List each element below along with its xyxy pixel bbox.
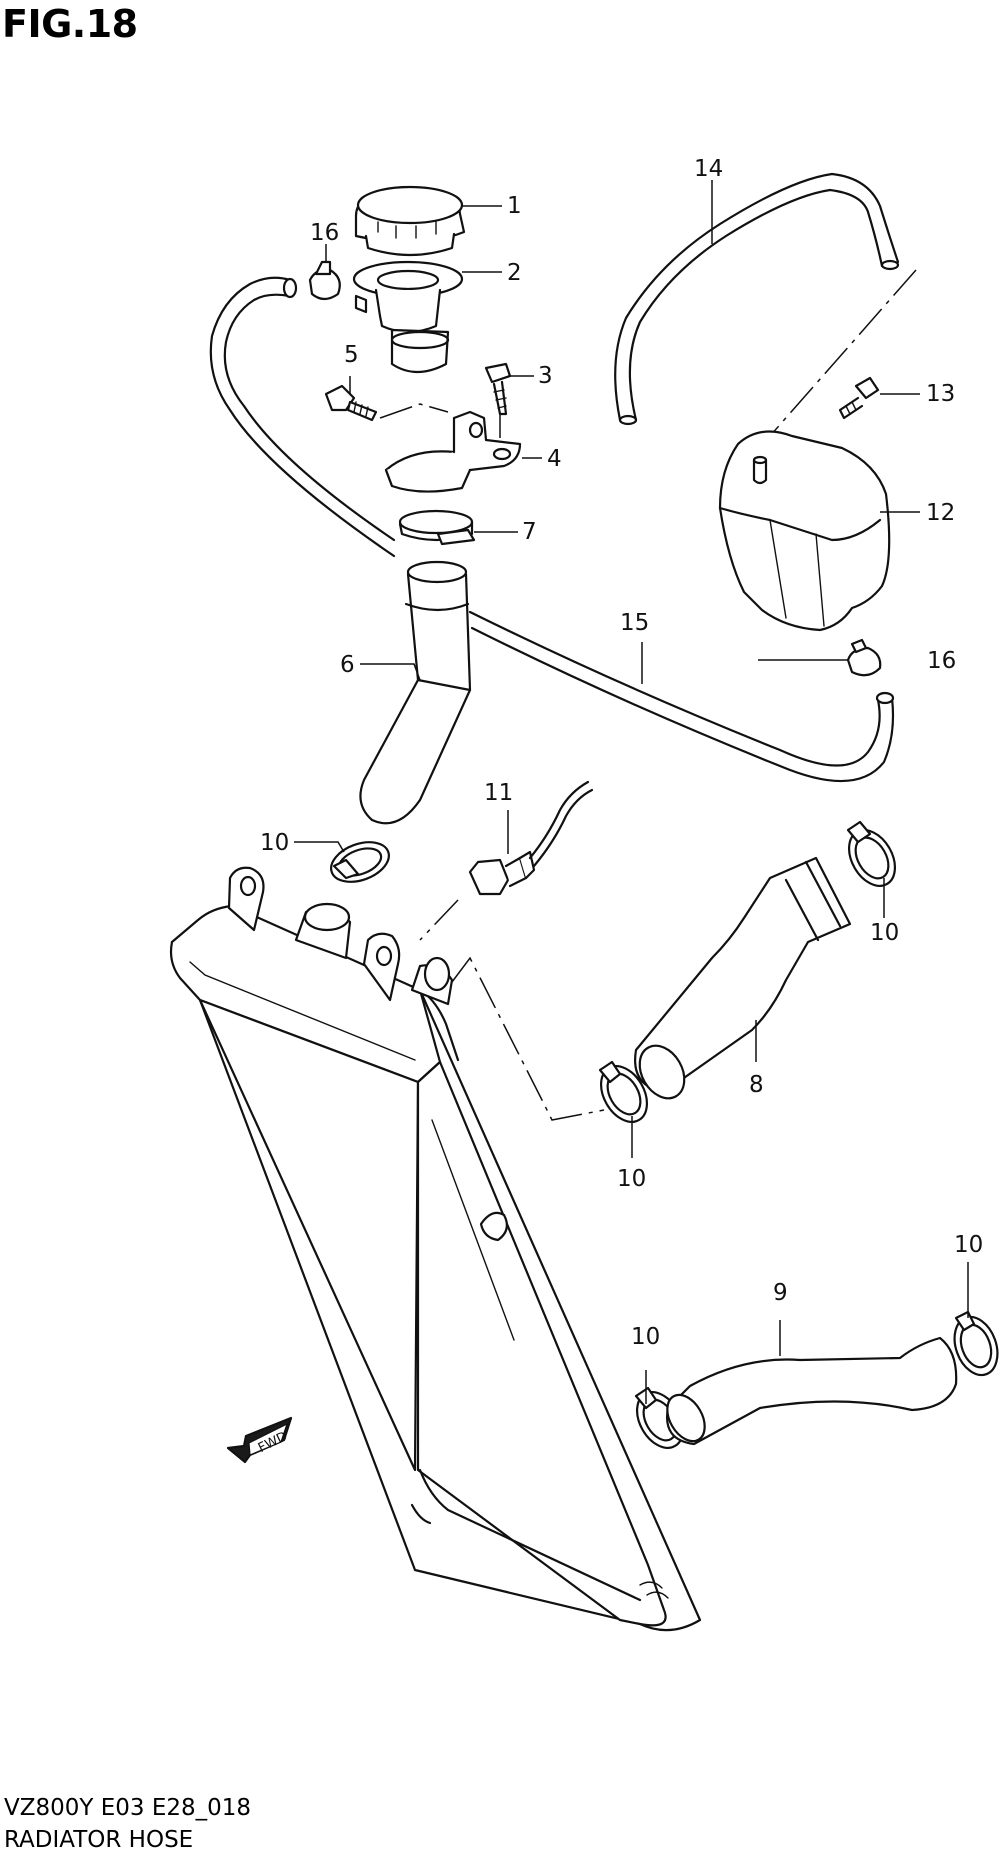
callout-14: 14 — [694, 156, 723, 182]
part-13-screw — [838, 376, 880, 420]
part-2-filler-neck — [352, 260, 464, 374]
callout-10-d: 10 — [631, 1324, 660, 1350]
part-9-outlet-hose — [665, 1336, 958, 1446]
callout-13: 13 — [926, 381, 955, 407]
part-8-inlet-hose — [634, 856, 852, 1100]
part-12-reservoir-tank — [718, 430, 891, 632]
callout-5: 5 — [344, 342, 359, 368]
callout-11: 11 — [484, 780, 513, 806]
callout-10-c: 10 — [617, 1166, 646, 1192]
part-16-clamp-upper — [308, 260, 341, 301]
part-10-clamp-b — [846, 820, 897, 887]
part-14-reservoir-hose — [614, 172, 917, 437]
callout-3: 3 — [538, 363, 553, 389]
callout-10-e: 10 — [954, 1232, 983, 1258]
callout-7: 7 — [522, 519, 537, 545]
part-5-bolt — [324, 384, 449, 422]
part-1-radiator-cap — [354, 185, 466, 257]
part-3-bolt — [484, 362, 512, 416]
callout-2: 2 — [507, 260, 522, 286]
figure-footer: VZ800Y E03 E28_018 RADIATOR HOSE — [4, 1792, 251, 1856]
figure-title: FIG.18 — [2, 2, 138, 46]
callout-15: 15 — [620, 610, 649, 636]
callout-16-lower: 16 — [927, 648, 956, 674]
footer-code: VZ800Y E03 E28_018 — [4, 1795, 252, 1821]
footer-name: RADIATOR HOSE — [4, 1827, 194, 1853]
radiator — [169, 866, 702, 1632]
callout-10-a: 10 — [260, 830, 289, 856]
callout-6: 6 — [340, 652, 355, 678]
part-16-clamp-lower — [846, 638, 882, 677]
callout-12: 12 — [926, 500, 955, 526]
part-6-filler-hose — [359, 560, 472, 825]
leader-lines — [294, 180, 969, 1404]
callouts: 1 2 3 5 4 7 6 16 16 14 13 12 15 11 10 10… — [260, 156, 983, 1350]
part-7-clamp — [398, 509, 476, 546]
part-10-clamp-c — [598, 1060, 649, 1123]
part-15-siphon-hose — [209, 276, 895, 783]
callout-9: 9 — [773, 1280, 788, 1306]
callout-1: 1 — [507, 193, 522, 219]
callout-8: 8 — [749, 1072, 764, 1098]
part-10-clamp-e — [953, 1310, 999, 1377]
part-11-thermo-switch — [419, 780, 594, 941]
part-4-bracket — [384, 410, 522, 493]
callout-16-upper: 16 — [310, 220, 339, 246]
callout-10-b: 10 — [870, 920, 899, 946]
fwd-arrow-icon: FWD — [226, 1416, 293, 1464]
callout-4: 4 — [547, 446, 562, 472]
part-10-clamp-a — [330, 841, 390, 883]
